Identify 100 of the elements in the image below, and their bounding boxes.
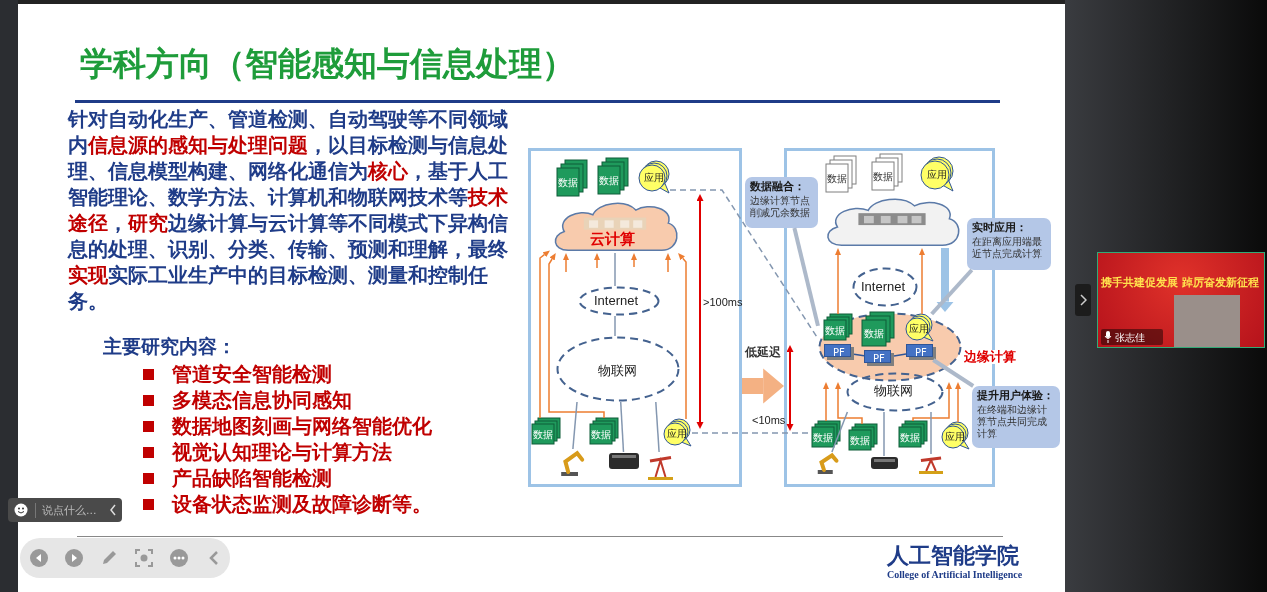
banner-text: 携手共建促发展 踔厉奋发新征程	[1101, 275, 1259, 290]
controller-drawing	[608, 452, 640, 470]
document-stack	[849, 424, 877, 450]
doc-label: 数据	[591, 428, 611, 440]
arrow	[835, 248, 841, 315]
arrow	[912, 382, 952, 422]
app-bubble	[940, 422, 970, 450]
document-stack	[812, 421, 840, 447]
doc-label: 数据	[864, 327, 884, 339]
arrow	[665, 253, 671, 273]
doc-label: 数据	[873, 170, 893, 182]
document-stack	[598, 158, 628, 194]
pf-label: PF	[833, 346, 845, 358]
document-stack	[532, 418, 560, 444]
list-item: 设备状态监测及故障诊断等。	[172, 494, 432, 514]
app-bubble	[904, 314, 934, 342]
app-label: 应用	[667, 427, 687, 439]
network-ellipse	[556, 336, 680, 402]
list-item: 数据地图刻画与网络智能优化	[172, 416, 432, 436]
app-label: 应用	[927, 168, 947, 180]
list-item: 视觉认知理论与计算方法	[172, 442, 392, 462]
network-label: Internet	[594, 294, 639, 309]
doc-label: 数据	[599, 174, 619, 186]
pf-block	[824, 344, 854, 360]
app-label: 应用	[909, 322, 929, 334]
doc-label: 数据	[900, 431, 920, 443]
callout-title: 提升用户体验：	[977, 390, 1054, 403]
callout-box	[745, 177, 818, 228]
callout-text: 在终端和边缘计算节点共同完成计算	[977, 404, 1048, 441]
network-label: Internet	[861, 280, 906, 295]
slide-title: 学科方向（智能感知与信息处理）	[80, 43, 575, 85]
callout-title: 数据融合：	[750, 181, 805, 194]
edge-label: 低延迟	[744, 343, 782, 361]
arrow	[539, 250, 550, 419]
cloud-label: 云计算	[590, 231, 635, 248]
arrow	[919, 248, 925, 315]
network-label: 物联网	[874, 384, 913, 399]
dimension-label: <10ms	[752, 414, 786, 426]
network-label: 物联网	[598, 364, 637, 379]
connector-line	[572, 401, 578, 450]
connector-line	[883, 411, 885, 457]
pf-label: PF	[873, 352, 885, 364]
connector-line	[619, 401, 625, 453]
dimension-label: >100ms	[703, 296, 743, 308]
arrow	[594, 253, 600, 269]
doc-label: 数据	[827, 172, 847, 184]
pf-label: PF	[915, 346, 927, 358]
network-ellipse	[578, 286, 660, 316]
intro-paragraph: 针对自动化生产、管道检测、自动驾驶等不同领域内信息源的感知与处理问题，以目标检测与信息处理、信息模型构建、网络化通信为核心，基于人工智能理论、数学方法、计算机和物联网技术等技术途径，研究边缘计算与云计算等不同模式下异构信息的处理、识别、分类、传输、预测和理解，最终实现实际工业生产中的目标检测、测量和控制任务。	[68, 106, 509, 314]
doc-label: 数据	[813, 431, 833, 443]
pf-block	[864, 350, 894, 366]
arrow	[823, 382, 829, 422]
callout-text: 边缘计算节点削减冗余数据	[750, 195, 811, 220]
app-bubble	[920, 156, 954, 192]
connector-line	[853, 353, 865, 357]
controller-drawing	[870, 456, 899, 470]
connector-line	[614, 252, 616, 287]
callout-box	[972, 386, 1060, 448]
panel-frame	[528, 148, 742, 487]
arrow	[548, 253, 605, 419]
callout-text: 在距离应用端最近节点完成计算	[972, 236, 1043, 261]
list-item: 多模态信息协同感知	[172, 390, 352, 410]
connector-line	[655, 401, 660, 453]
app-bubble	[638, 160, 670, 194]
arrow	[678, 253, 687, 420]
node-caption: 边缘计算	[964, 350, 1016, 365]
callout-title: 实时应用：	[972, 222, 1027, 235]
arrow	[835, 382, 863, 425]
doc-label: 数据	[850, 434, 870, 446]
network-ellipse	[846, 372, 944, 412]
arrow	[955, 382, 961, 423]
document-stack	[590, 418, 618, 444]
document-stack	[862, 312, 894, 346]
arrow	[563, 253, 569, 273]
college-name: 人工智能学院	[887, 541, 1019, 570]
document-stack	[557, 160, 587, 196]
doc-label: 数据	[558, 176, 578, 188]
pf-block	[906, 344, 936, 360]
pumpjack-drawing	[919, 454, 943, 474]
chat-input-field: 说点什么...	[35, 503, 97, 518]
list-item: 产品缺陷智能检测	[172, 468, 332, 488]
document-stack	[899, 421, 927, 447]
arrow	[742, 368, 784, 404]
document-stack	[826, 156, 856, 192]
callout-box	[967, 218, 1051, 270]
arrow	[631, 253, 637, 268]
connector-line	[614, 315, 616, 337]
document-stack	[872, 154, 902, 190]
college-name-english: College of Artificial Intelligence	[887, 569, 1023, 580]
network-ellipse	[852, 267, 918, 307]
doc-label: 数据	[825, 324, 845, 336]
connector-line	[893, 353, 907, 357]
section-heading: 主要研究内容：	[103, 334, 236, 359]
document-stack	[824, 314, 852, 340]
speaker-name: 张志佳	[1115, 331, 1145, 345]
app-label: 应用	[945, 430, 965, 442]
connector-line	[831, 411, 849, 453]
list-item: 管道安全智能检测	[172, 364, 332, 384]
app-bubble	[662, 419, 692, 447]
connector-line	[930, 411, 932, 455]
